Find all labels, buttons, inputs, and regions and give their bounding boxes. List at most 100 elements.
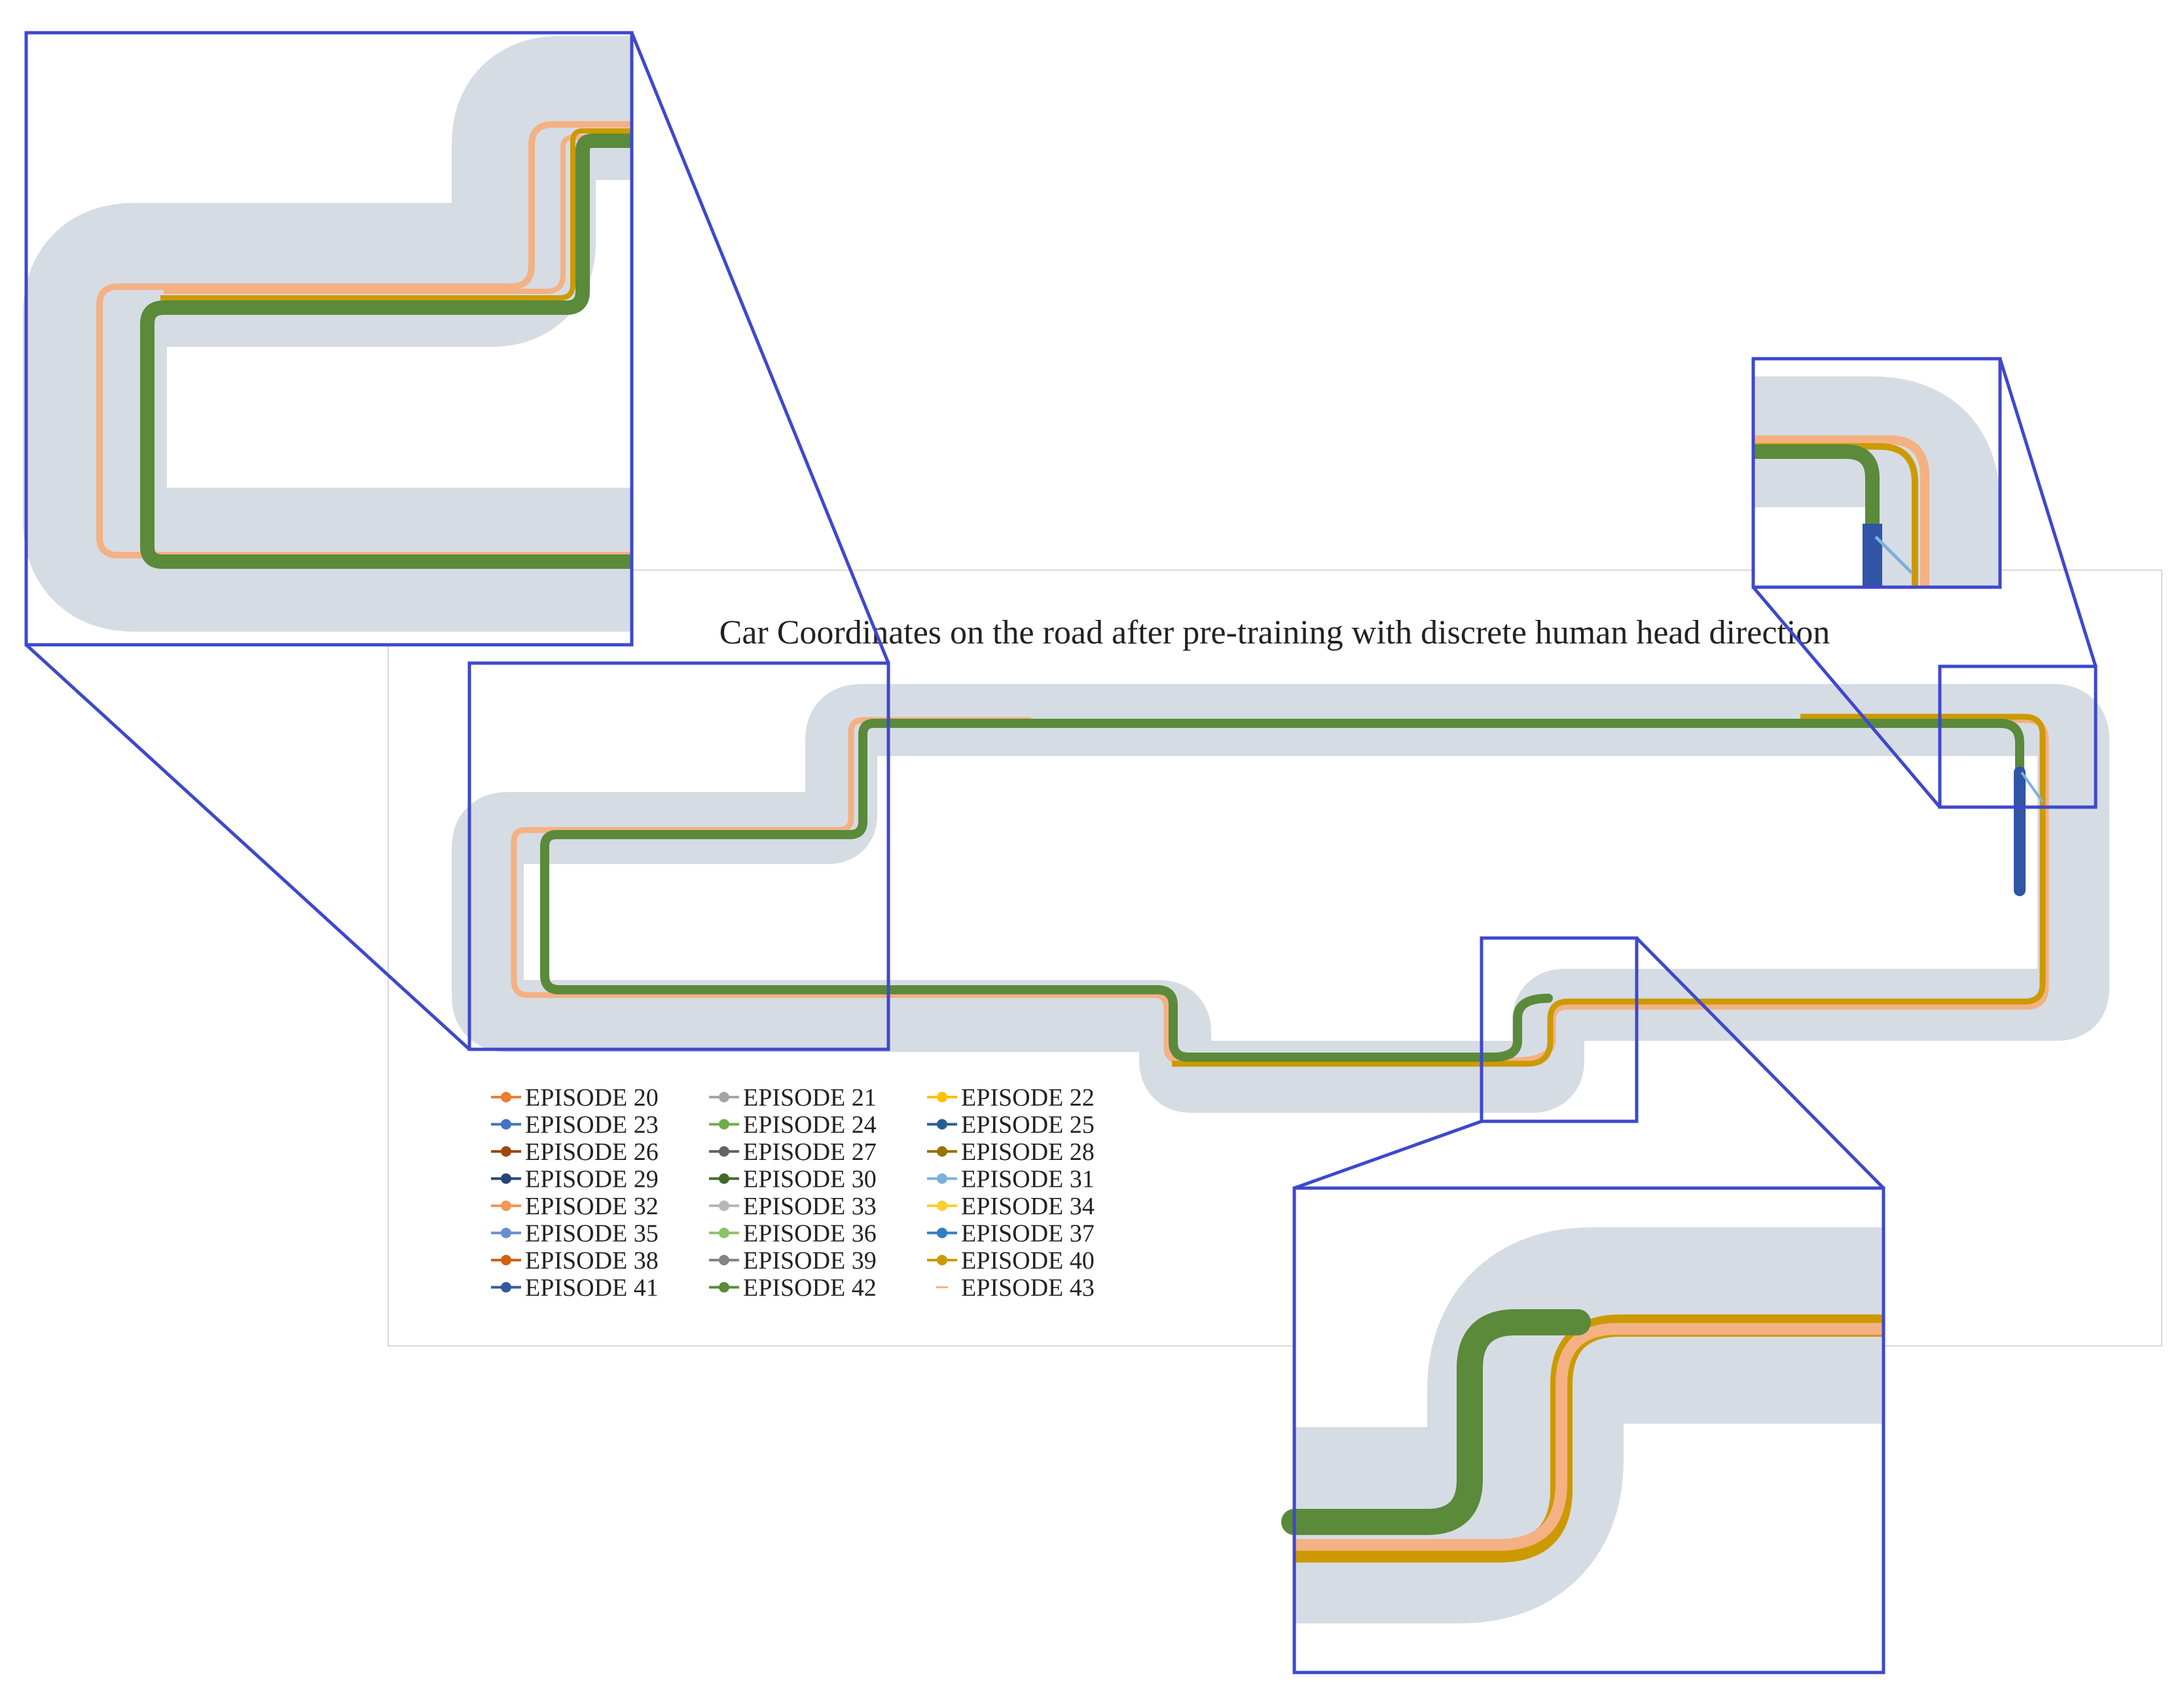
legend-marker-episode-30: [719, 1173, 729, 1184]
legend-marker-episode-40: [937, 1255, 947, 1265]
legend-marker-episode-31: [937, 1173, 947, 1184]
legend-label-episode-31: EPISODE 31: [961, 1166, 1095, 1193]
legend-label-episode-29: EPISODE 29: [525, 1166, 659, 1193]
legend-item-episode-41: EPISODE 41: [491, 1275, 659, 1302]
legend-item-episode-23: EPISODE 23: [491, 1112, 659, 1139]
legend-item-episode-20: EPISODE 20: [491, 1084, 659, 1112]
legend-item-episode-22: EPISODE 22: [927, 1084, 1095, 1112]
legend-item-episode-33: EPISODE 33: [709, 1193, 877, 1220]
legend-item-episode-40: EPISODE 40: [927, 1247, 1095, 1275]
series-line-episode-31: [2020, 771, 2044, 803]
inset-bottom-right: [1281, 1186, 1885, 1674]
legend-item-episode-29: EPISODE 29: [491, 1166, 659, 1193]
legend-label-episode-36: EPISODE 36: [743, 1220, 877, 1248]
legend-label-episode-39: EPISODE 39: [743, 1247, 877, 1275]
legend-label-episode-38: EPISODE 38: [525, 1247, 659, 1275]
chart-title: Car Coordinates on the road after pre-tr…: [719, 614, 1830, 651]
legend-marker-episode-29: [501, 1173, 511, 1184]
legend-item-episode-39: EPISODE 39: [709, 1247, 877, 1275]
legend-label-episode-41: EPISODE 41: [525, 1275, 659, 1302]
legend-marker-episode-41: [501, 1282, 511, 1293]
inset-top-left: [23, 31, 634, 647]
legend-marker-episode-42: [719, 1282, 729, 1293]
legend-item-episode-43: EPISODE 43: [936, 1275, 1095, 1302]
legend-item-episode-27: EPISODE 27: [709, 1138, 877, 1166]
zoom-frame-left: [467, 661, 890, 1051]
legend-label-episode-30: EPISODE 30: [743, 1166, 877, 1193]
legend-label-episode-27: EPISODE 27: [743, 1138, 877, 1166]
connector-right-top: [1998, 358, 2098, 667]
inset-top-left-frame: [24, 31, 634, 647]
zoom-frame-right: [1938, 664, 2098, 809]
legend-marker-episode-37: [937, 1227, 947, 1239]
legend-label-episode-34: EPISODE 34: [961, 1193, 1095, 1220]
series-line-episode-42: [540, 719, 2024, 1062]
legend-label-episode-40: EPISODE 40: [961, 1247, 1095, 1275]
connector-bottom-right: [1635, 937, 1885, 1189]
legend-label-episode-32: EPISODE 32: [525, 1193, 659, 1220]
legend-marker-episode-34: [937, 1201, 947, 1211]
zoom-connectors: [25, 32, 2098, 1190]
inset-top-left-episode-43b: [164, 135, 632, 294]
inset-bottom-right-episode-42: [1281, 1309, 1591, 1535]
legend-marker-episode-21: [719, 1092, 729, 1102]
inset-top-right-frame: [1751, 357, 2002, 589]
connector-right-bottom: [1752, 586, 1941, 808]
legend-marker-episode-35: [501, 1227, 511, 1239]
inset-top-right: [1751, 357, 2002, 589]
inset-top-left-episode-40: [160, 128, 632, 300]
inset-top-left-episode-43: [96, 121, 632, 558]
road: [452, 684, 2109, 1113]
legend-label-episode-23: EPISODE 23: [525, 1112, 659, 1139]
legend-label-episode-43: EPISODE 43: [961, 1275, 1095, 1302]
legend-marker-episode-33: [719, 1201, 729, 1211]
legend-item-episode-42: EPISODE 42: [709, 1275, 877, 1302]
legend-marker-episode-32: [501, 1201, 511, 1211]
legend-item-episode-35: EPISODE 35: [491, 1220, 659, 1248]
inset-top-right-episode-43: [1753, 435, 1929, 587]
legend-marker-episode-27: [719, 1146, 729, 1157]
connector-left-top: [630, 32, 890, 664]
legend-marker-episode-26: [501, 1146, 511, 1157]
legend-item-episode-28: EPISODE 28: [927, 1138, 1095, 1166]
legend-label-episode-33: EPISODE 33: [743, 1193, 877, 1220]
inset-top-left-episode-42: [140, 134, 632, 569]
legend-label-episode-20: EPISODE 20: [525, 1084, 659, 1112]
inset-top-right-episode-40: [1753, 443, 1918, 587]
legend-label-episode-37: EPISODE 37: [961, 1220, 1095, 1248]
zoom-frame-bottom: [1480, 936, 1639, 1123]
legend-item-episode-36: EPISODE 36: [709, 1220, 877, 1248]
legend: EPISODE 20 EPISODE 21 EPISODE 22 EPISODE 23…: [491, 1084, 1095, 1302]
plot-main: [452, 684, 2109, 1113]
legend-marker-episode-22: [937, 1092, 947, 1102]
inset-top-right-episode-31: [1874, 535, 1913, 574]
legend-label-episode-24: EPISODE 24: [743, 1112, 877, 1139]
legend-item-episode-21: EPISODE 21: [709, 1084, 877, 1112]
legend-item-episode-30: EPISODE 30: [709, 1166, 877, 1193]
series-line-episode-40: [1172, 714, 2046, 1067]
legend-item-episode-38: EPISODE 38: [491, 1247, 659, 1275]
legend-marker-episode-25: [937, 1119, 947, 1130]
legend-marker-episode-20: [501, 1092, 511, 1102]
connector-bottom-left: [1294, 1119, 1482, 1190]
inset-bottom-right-frame: [1292, 1186, 1885, 1674]
legend-label-episode-25: EPISODE 25: [961, 1112, 1095, 1139]
legend-marker-episode-38: [501, 1255, 511, 1265]
inset-bottom-right-episode-43: [1294, 1323, 1884, 1551]
legend-marker-episode-39: [719, 1255, 729, 1265]
connector-left-bottom: [25, 643, 471, 1051]
legend-marker-episode-23: [501, 1119, 511, 1130]
inset-top-right-episode-42: [1753, 444, 1880, 524]
legend-item-episode-37: EPISODE 37: [927, 1220, 1095, 1248]
legend-label-episode-26: EPISODE 26: [525, 1138, 659, 1166]
legend-item-episode-25: EPISODE 25: [927, 1112, 1095, 1139]
legend-item-episode-32: EPISODE 32: [491, 1193, 659, 1220]
legend-marker-episode-24: [719, 1119, 729, 1130]
legend-label-episode-28: EPISODE 28: [961, 1138, 1095, 1166]
legend-label-episode-35: EPISODE 35: [525, 1220, 659, 1248]
legend-marker-episode-36: [719, 1227, 729, 1239]
legend-item-episode-34: EPISODE 34: [927, 1193, 1095, 1220]
legend-item-episode-26: EPISODE 26: [491, 1138, 659, 1166]
legend-label-episode-42: EPISODE 42: [743, 1275, 877, 1302]
